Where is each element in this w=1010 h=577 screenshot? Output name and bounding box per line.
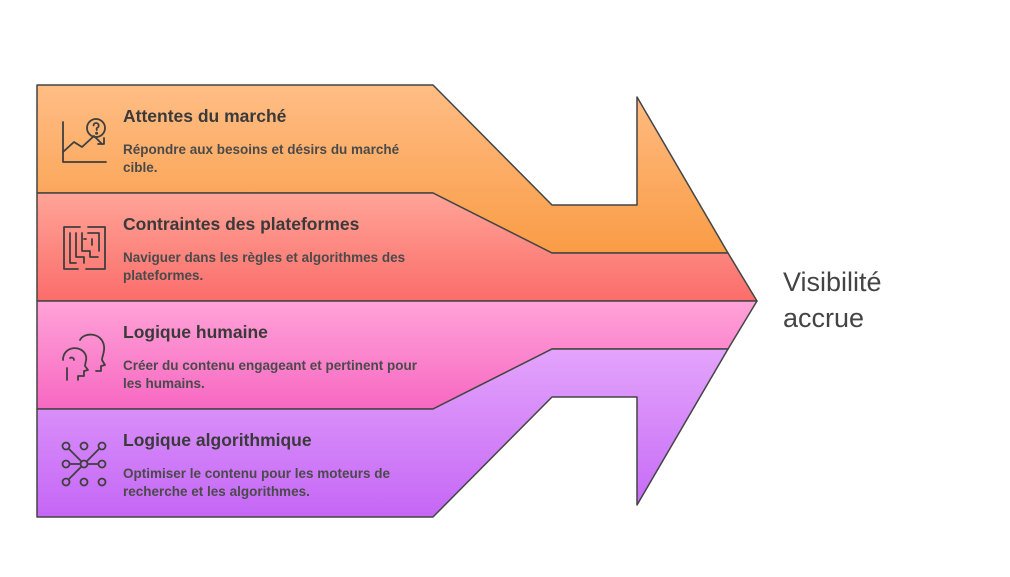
network-nodes-icon xyxy=(61,441,107,487)
band-algorithmic-logic xyxy=(36,348,729,518)
band-title-platforms: Contraintes des plateformes xyxy=(123,214,360,234)
band-title-algorithmic: Logique algorithmique xyxy=(123,430,312,450)
outcome-line-1: Visibilité xyxy=(783,267,882,297)
maze-icon xyxy=(63,226,106,270)
band-title-market: Attentes du marché xyxy=(123,106,287,126)
outcome-line-2: accrue xyxy=(783,303,865,333)
band-desc-platforms: Naviguer dans les règles et algorithmes … xyxy=(123,250,406,283)
band-desc-algorithmic: Optimiser le contenu pour les moteurs de… xyxy=(123,466,391,499)
band-desc-human: Créer du contenu engageant et pertinent … xyxy=(123,358,418,391)
outcome-label: Visibilité accrue xyxy=(783,264,882,336)
chart-question-icon xyxy=(62,118,107,163)
band-desc-market: Répondre aux besoins et désirs du marché… xyxy=(123,142,400,175)
band-title-human: Logique humaine xyxy=(123,322,268,342)
two-heads-icon xyxy=(62,333,106,381)
